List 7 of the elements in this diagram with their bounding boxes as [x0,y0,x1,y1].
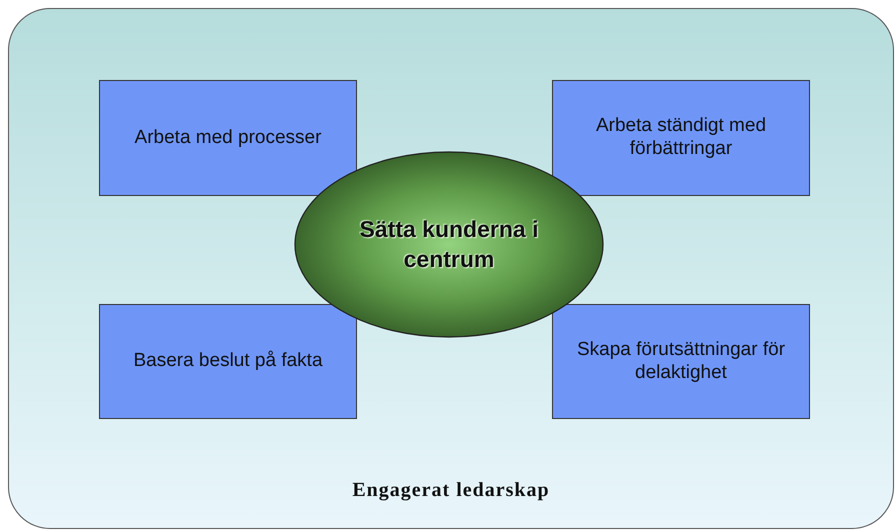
background-panel [8,8,894,529]
frame-title: Engagerat ledarskap [352,479,550,501]
ellipse-label: Sätta kunderna i centrum [358,214,540,274]
process-box: Basera beslut på fakta [99,304,357,419]
process-box: Arbeta ständigt med förbättringar [552,80,810,196]
process-box: Arbeta med processer [99,80,357,196]
process-box: Skapa förutsättningar för delaktighet [552,304,810,419]
